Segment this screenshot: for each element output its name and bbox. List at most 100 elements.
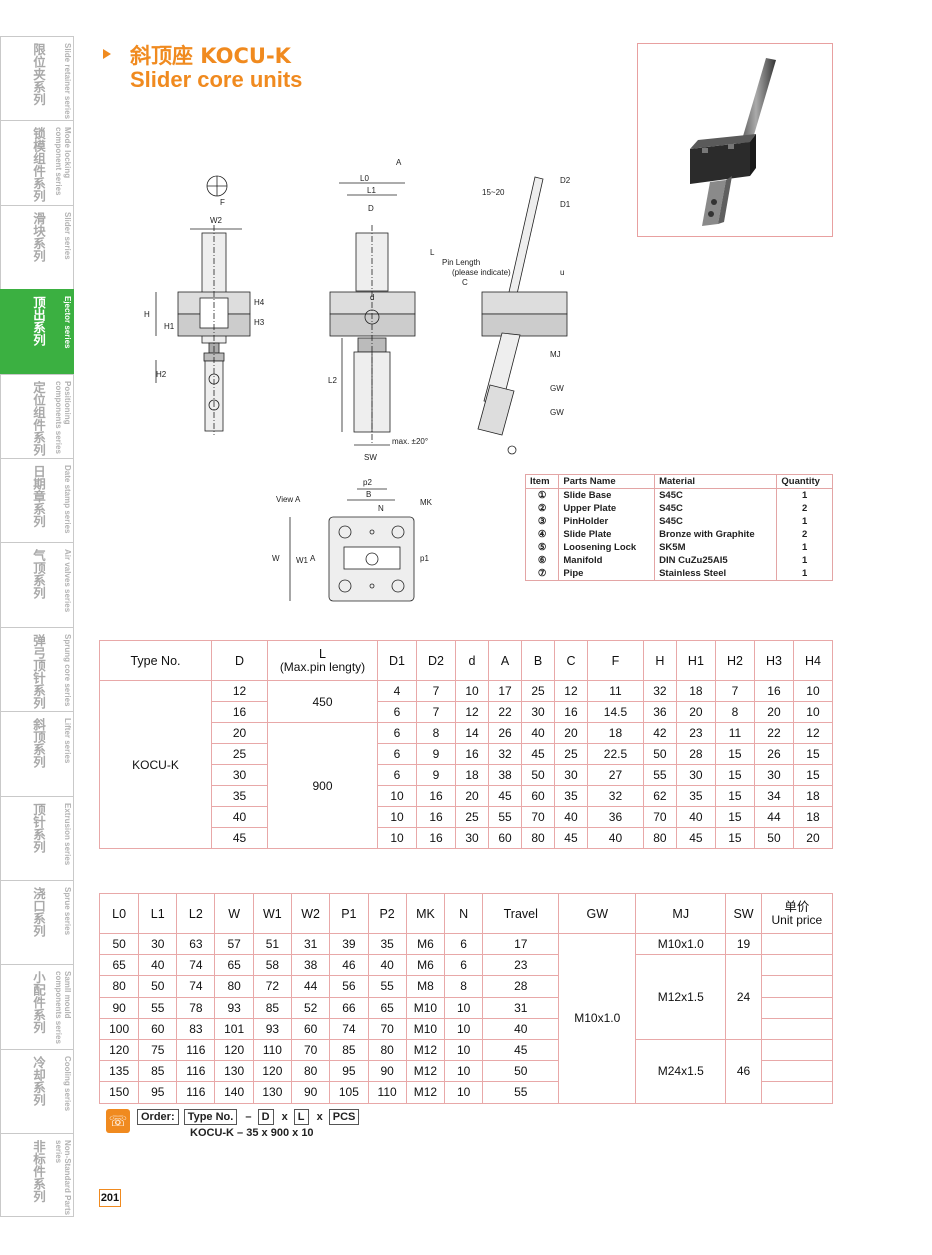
t2-price-cell[interactable] — [760, 975, 834, 998]
t2-value-cell: 95 — [138, 1081, 178, 1104]
section-view-left — [155, 175, 251, 435]
t1-header-cell: d — [455, 640, 490, 681]
t2-header-cell: W2 — [291, 893, 331, 934]
t1-value-cell: 30 — [753, 764, 794, 786]
page-title-en: Slider core units — [130, 67, 303, 92]
t2-value-cell: 45 — [482, 1038, 560, 1062]
svg-text:MK: MK — [420, 498, 433, 507]
t2-value-cell: 116 — [176, 1060, 216, 1083]
t2-header-cell: GW — [558, 893, 637, 934]
t1-value-cell: 18 — [792, 785, 834, 807]
t2-value-cell: 39 — [329, 932, 369, 956]
t2-price-cell[interactable] — [760, 1038, 834, 1062]
parts-material: DIN CuZu25AI5 — [654, 554, 777, 567]
parts-header-qty: Quantity — [776, 474, 833, 489]
t2-value-cell: 31 — [482, 996, 560, 1019]
svg-text:L0: L0 — [360, 174, 369, 183]
t2-value-cell: 70 — [367, 1017, 407, 1040]
parts-qty: 1 — [776, 567, 833, 581]
t2-price-cell[interactable] — [760, 996, 834, 1019]
parts-material: Stainless Steel — [654, 567, 777, 581]
t2-price-cell[interactable] — [760, 932, 834, 956]
t1-value-cell: 10 — [792, 701, 834, 723]
t2-value-cell: 74 — [176, 954, 216, 977]
svg-text:GW: GW — [550, 384, 564, 393]
parts-qty: 2 — [776, 502, 833, 515]
front-view-middle-labels: L0 L1 D d L2 SW max. ±20° A — [328, 158, 428, 462]
t2-value-cell: 74 — [329, 1017, 369, 1040]
t1-value-cell: 30 — [675, 764, 716, 786]
t2-gw-cell: M10x1.0 — [558, 933, 637, 1104]
t1-value-cell: 15 — [714, 764, 755, 786]
sidebar-tab-cn: 定位组件系列 — [31, 380, 46, 456]
t2-value-cell: 101 — [214, 1017, 254, 1040]
t1-value-cell: 18 — [675, 680, 716, 702]
t1-header-cell: A — [488, 640, 522, 681]
sidebar-tab-cn: 气顶系列 — [31, 549, 46, 600]
t1-value-cell: 55 — [488, 806, 522, 828]
view-a — [289, 488, 415, 602]
t1-value-cell: 16 — [753, 680, 794, 702]
t1-d-cell: 35 — [211, 785, 268, 807]
parts-item: ③ — [537, 516, 547, 527]
t2-value-cell: 90 — [98, 996, 140, 1019]
t2-mj-cell: M12x1.5 — [635, 954, 727, 1040]
order-pcs-box: PCS — [328, 1109, 360, 1125]
t2-price-cell[interactable] — [760, 1081, 834, 1104]
t2-price-cell[interactable] — [760, 954, 834, 977]
sidebar-tab-cn: 限位夹系列 — [31, 43, 46, 106]
t2-value-cell: 135 — [98, 1060, 140, 1083]
t1-value-cell: 11 — [714, 722, 755, 744]
svg-text:max. ±20°: max. ±20° — [392, 437, 428, 446]
t2-value-cell: 130 — [214, 1060, 254, 1083]
t2-value-cell: 10 — [444, 1081, 484, 1104]
phone-order-icon: ☏ — [106, 1109, 130, 1133]
svg-text:p2: p2 — [363, 478, 372, 487]
parts-item: ② — [537, 503, 547, 514]
parts-name: Pipe — [558, 567, 655, 581]
t1-value-cell: 16 — [416, 827, 457, 849]
sidebar-tab-en: Mode locking component series — [54, 127, 72, 196]
parts-name: Slide Base — [558, 488, 655, 502]
t2-price-cell[interactable] — [760, 1017, 834, 1040]
t1-value-cell: 34 — [753, 785, 794, 807]
t1-value-cell: 80 — [642, 827, 677, 849]
t2-value-cell: 85 — [138, 1060, 178, 1083]
svg-text:(please indicate): (please indicate) — [452, 268, 511, 277]
t1-value-cell: 36 — [586, 806, 644, 828]
t1-value-cell: 15 — [714, 785, 755, 807]
t1-header-cell: H2 — [714, 640, 755, 681]
t1-value-cell: 80 — [521, 827, 555, 849]
t2-price-cell[interactable] — [760, 1060, 834, 1083]
t2-value-cell: 83 — [176, 1017, 216, 1040]
t1-value-cell: 15 — [792, 764, 834, 786]
t2-value-cell: 63 — [176, 932, 216, 956]
t1-value-cell: 15 — [792, 743, 834, 765]
t1-value-cell: 18 — [455, 764, 490, 786]
t2-value-cell: 10 — [444, 1017, 484, 1040]
t1-value-cell: 40 — [586, 827, 644, 849]
